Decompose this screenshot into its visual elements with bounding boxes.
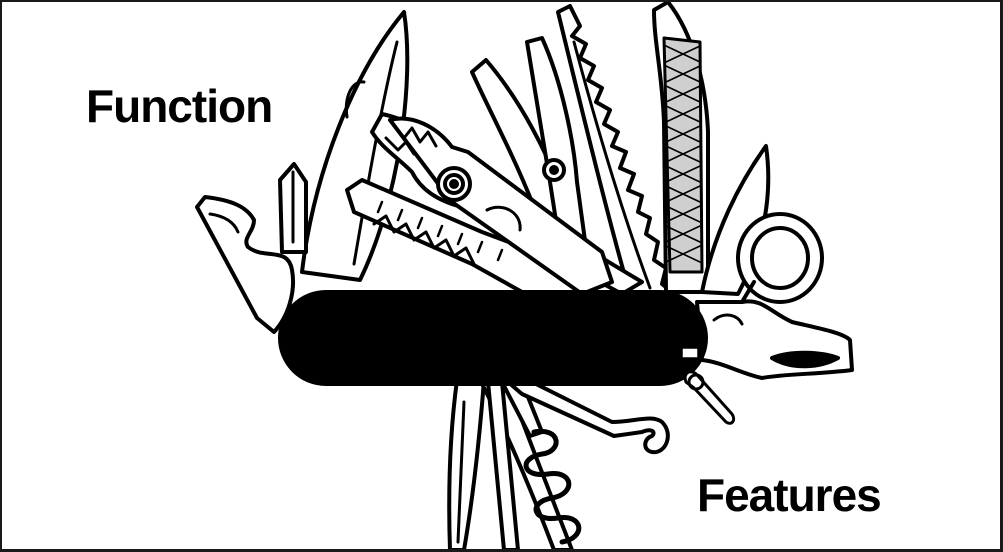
key-ring-icon bbox=[683, 370, 736, 425]
wood-saw-icon bbox=[556, 4, 674, 296]
function-label: Function bbox=[86, 80, 273, 132]
small-screwdriver-icon bbox=[278, 162, 308, 254]
lower-blade-icon bbox=[447, 378, 486, 549]
features-label: Features bbox=[697, 469, 882, 521]
pliers-icon bbox=[370, 112, 644, 296]
can-opener-icon bbox=[195, 195, 295, 334]
scissors-ring-icon bbox=[736, 212, 824, 304]
handle-body bbox=[278, 290, 708, 386]
nail-file-icon bbox=[652, 2, 710, 294]
bottle-opener-icon bbox=[695, 299, 854, 380]
hook-icon bbox=[506, 380, 670, 455]
